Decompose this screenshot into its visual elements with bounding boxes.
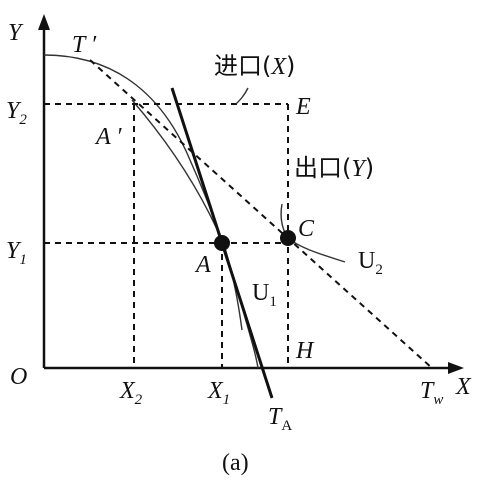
label-a-prime: A ′ [94,124,122,150]
world-price-line-tw [89,59,433,369]
y-axis-arrow [38,14,50,30]
export-annotation: 出口(Y) [294,154,374,182]
x-axis-label: X [455,374,472,400]
label-a: A [194,252,211,278]
origin-label: O [10,364,27,390]
label-t-prime: T ′ [72,32,97,58]
label-u1: U1 [252,280,277,310]
point-a [214,235,230,251]
x-axis-arrow [448,362,464,374]
label-c: C [298,216,315,242]
tick-y2: Y2 [6,98,27,128]
figure-caption: (a) [222,450,249,476]
production-possibility-curve [43,54,259,369]
label-e: E [295,94,311,120]
import-annotation: 进口(X) [214,52,295,80]
tick-x1: X1 [207,378,230,408]
import-leader-line [235,87,249,105]
y-axis-label: Y [8,20,24,46]
label-h: H [295,338,315,364]
label-u2: U2 [358,248,383,278]
point-c [280,230,296,246]
label-ta: TA [268,404,292,434]
label-tw: Tw [420,378,443,408]
tick-x2: X2 [119,378,143,408]
tick-y1: Y1 [6,238,27,268]
